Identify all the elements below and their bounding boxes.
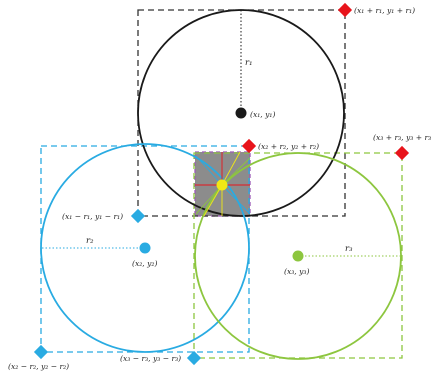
center-point-3 bbox=[292, 250, 304, 262]
radius-label-3: r₃ bbox=[345, 244, 353, 254]
corner-marker-2-bottom-left bbox=[33, 344, 49, 360]
corner-label-1-bottom-left: (x₁ − r₁, y₁ − r₁) bbox=[62, 212, 123, 221]
center-label-3: (x₃, y₃) bbox=[284, 267, 309, 276]
circle-2 bbox=[40, 143, 250, 353]
corner-marker-3-top-right bbox=[394, 145, 410, 161]
center-label-2: (x₂, y₂) bbox=[132, 259, 157, 268]
radius-label-2: r₂ bbox=[86, 236, 94, 246]
corner-marker-2-top-right bbox=[241, 138, 257, 154]
radius-label-1: r₁ bbox=[245, 58, 252, 68]
corner-label-1-top-right: (x₁ + r₁, y₁ + r₁) bbox=[354, 6, 415, 15]
corner-marker-1-top-right bbox=[337, 2, 353, 18]
center-point-1 bbox=[235, 107, 247, 119]
corner-label-3-bottom-left: (x₃ − r₃, y₃ − r₃) bbox=[120, 354, 181, 363]
center-label-1: (x₁, y₁) bbox=[250, 110, 275, 119]
corner-marker-1-bottom-left bbox=[130, 208, 146, 224]
corner-marker-3-bottom-left bbox=[186, 350, 202, 366]
center-point-2 bbox=[139, 242, 151, 254]
corner-label-2-top-right: (x₂ + r₂, y₂ + r₂) bbox=[258, 142, 319, 151]
corner-label-2-bottom-left: (x₂ − r₂, y₂ − r₂) bbox=[8, 362, 69, 371]
intersection-center-point bbox=[216, 179, 228, 191]
corner-label-3-top-right: (x₃ + r₃, y₃ + r₃) bbox=[373, 133, 431, 142]
